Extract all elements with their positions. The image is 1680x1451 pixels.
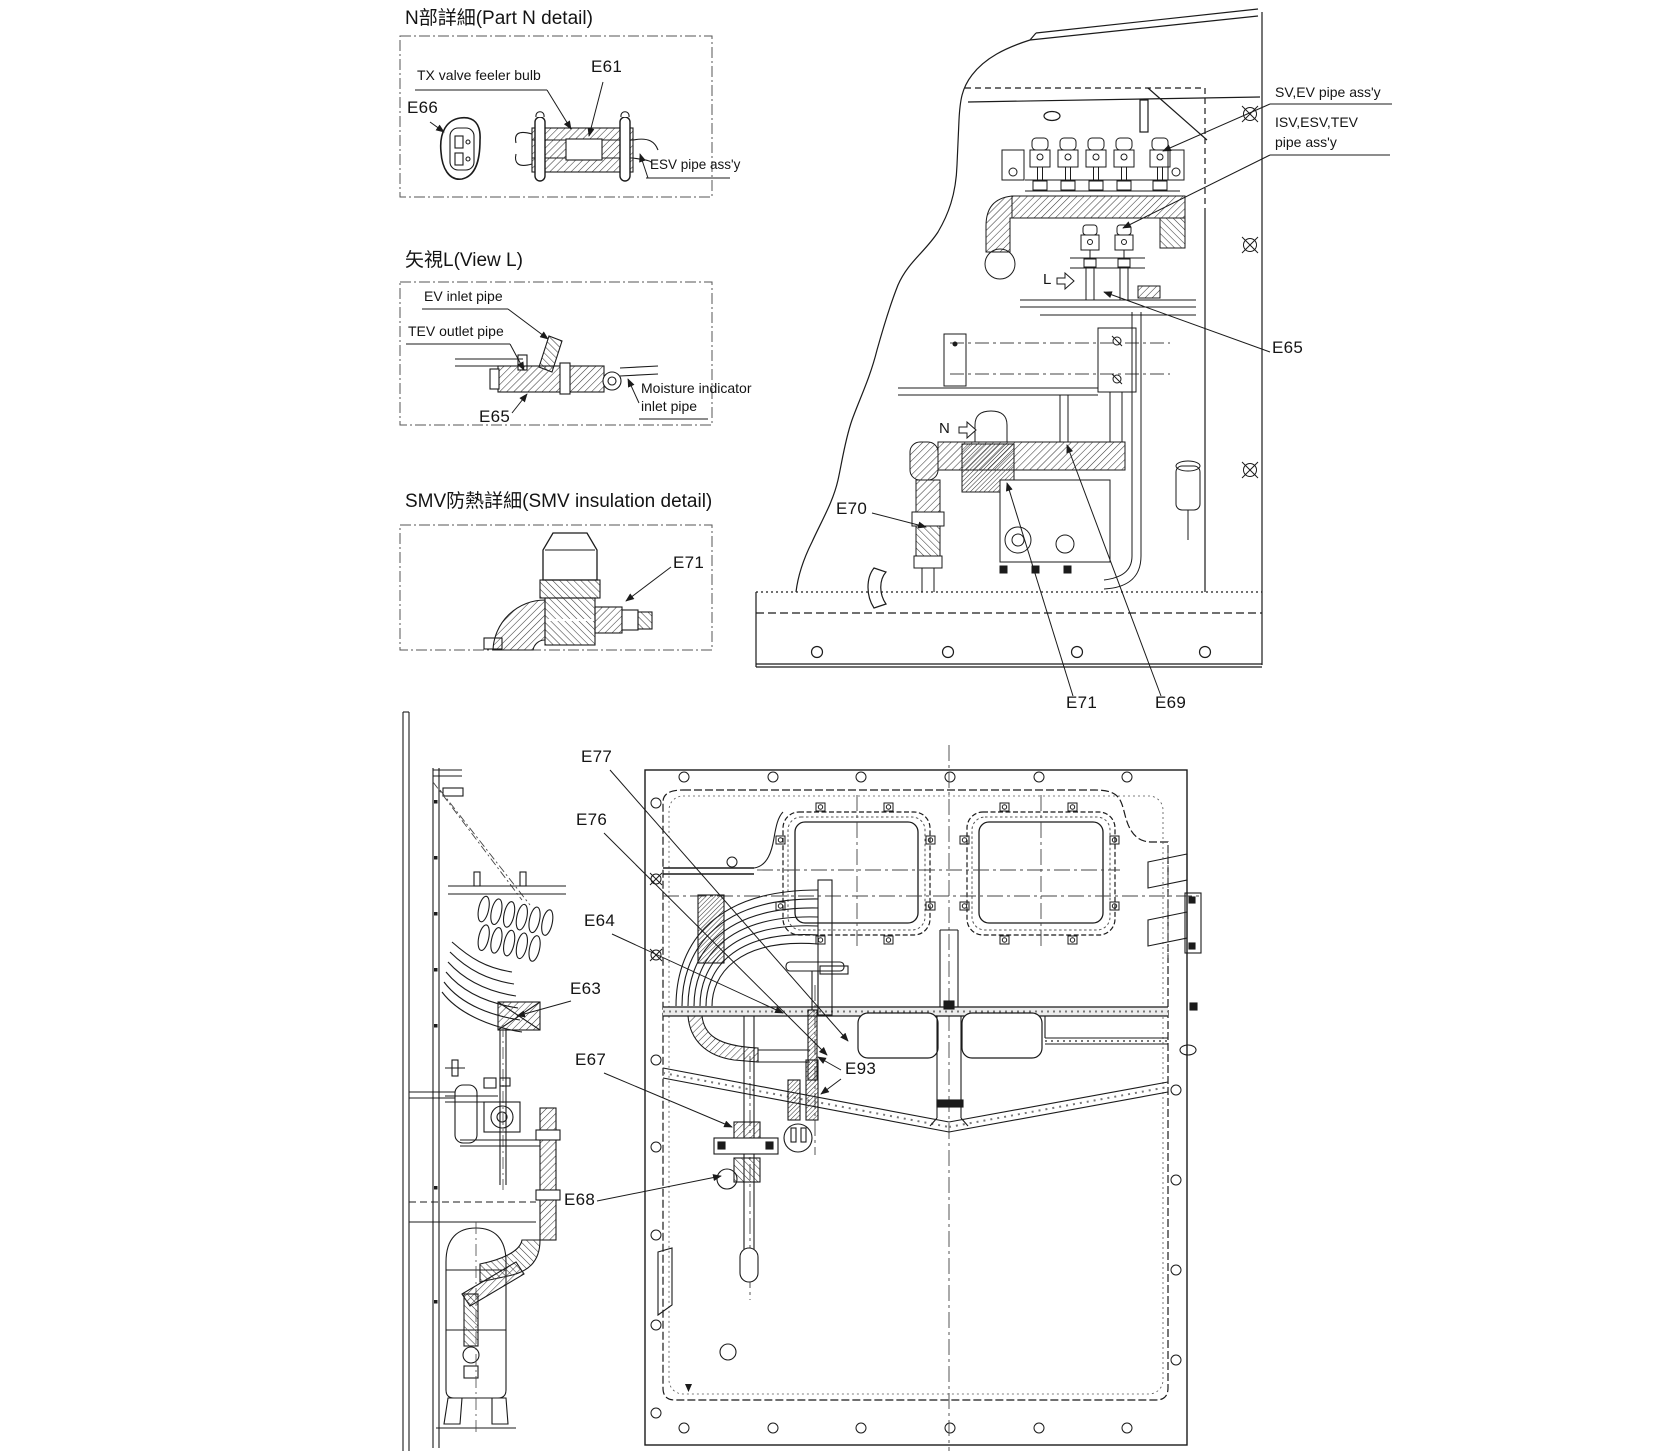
view-l-title: 矢視L(View L) <box>405 250 523 271</box>
smv-insulation-title: SMV防熱詳細(SMV insulation detail) <box>405 491 713 512</box>
part-n-detail-drawing <box>399 35 713 198</box>
label-e71-elevation: E71 <box>1066 693 1098 712</box>
view-l-drawing <box>399 281 713 426</box>
label-e63: E63 <box>570 979 602 998</box>
smv-insulation-drawing <box>399 524 713 651</box>
marker-n: N <box>939 420 950 437</box>
label-e76: E76 <box>576 810 608 829</box>
rear-panel-fittings <box>657 853 1202 1392</box>
rear-panel-windows <box>775 802 1120 945</box>
label-e69: E69 <box>1155 693 1187 712</box>
label-e66: E66 <box>407 98 439 117</box>
label-moisture-indicator-line1: Moisture indicator <box>641 380 752 396</box>
label-e70: E70 <box>836 499 868 518</box>
label-e65-view-l: E65 <box>479 407 511 426</box>
label-e93: E93 <box>845 1059 877 1078</box>
side-elevation-machinery <box>898 312 1201 592</box>
side-elevation-leaders <box>871 103 1392 697</box>
label-isv-esv-tev-line1: ISV,ESV,TEV <box>1275 114 1359 130</box>
part-n-detail-title: N部詳細(Part N detail) <box>405 8 593 29</box>
label-tev-outlet-pipe: TEV outlet pipe <box>408 323 504 339</box>
label-e71-smv: E71 <box>673 553 705 572</box>
label-sv-ev-pipe-assy: SV,EV pipe ass'y <box>1275 84 1381 100</box>
part-n-detail-leaders <box>415 81 730 179</box>
rear-panel-frame <box>644 769 1188 1446</box>
view-l-leaders <box>406 308 708 420</box>
label-e67: E67 <box>575 1050 607 1069</box>
smv-insulation-leaders <box>625 566 672 602</box>
label-tx-valve-feeler-bulb: TX valve feeler bulb <box>417 67 541 83</box>
label-e68: E68 <box>564 1190 596 1209</box>
label-e61: E61 <box>591 57 623 76</box>
label-moisture-indicator-line2: inlet pipe <box>641 398 698 414</box>
side-elevation-valves <box>984 137 1196 316</box>
left-section-view <box>402 711 566 1451</box>
label-esv-pipe-assy: ESV pipe ass'y <box>650 157 741 172</box>
label-isv-esv-tev-line2: pipe ass'y <box>1275 134 1337 150</box>
label-e64: E64 <box>584 911 616 930</box>
side-elevation-outline <box>755 8 1263 668</box>
label-e77: E77 <box>581 747 613 766</box>
label-ev-inlet-pipe: EV inlet pipe <box>424 288 503 304</box>
bottom-leaders <box>516 769 849 1202</box>
marker-l: L <box>1043 271 1052 288</box>
label-e65-elevation: E65 <box>1272 338 1304 357</box>
